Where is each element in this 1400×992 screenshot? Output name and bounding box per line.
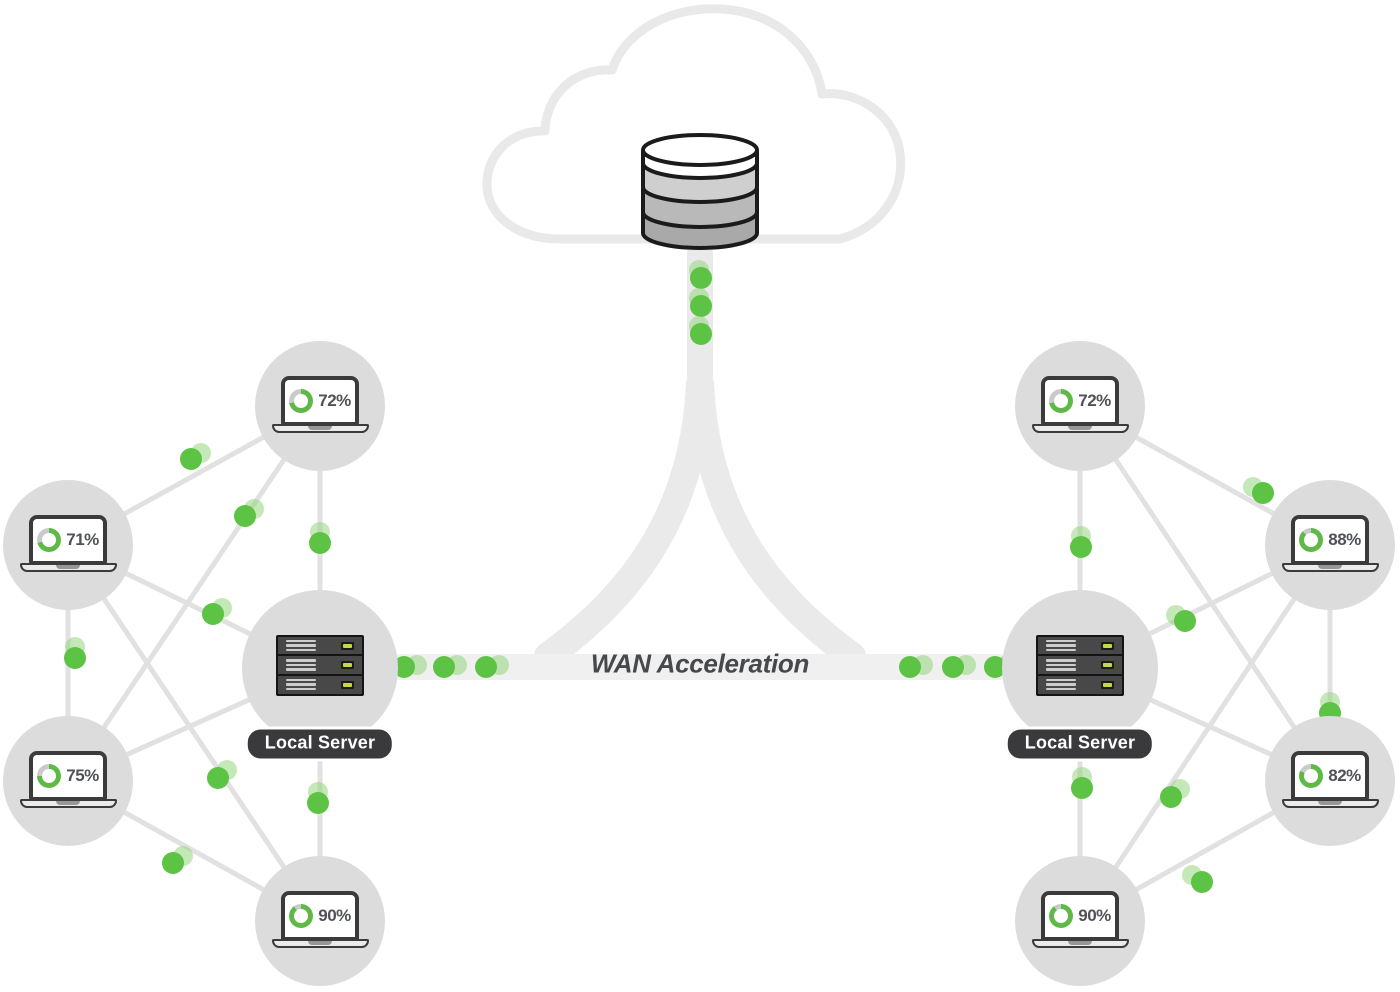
laptop-icon: 88% <box>1281 514 1379 572</box>
progress-ring-icon <box>1049 903 1074 928</box>
server-unit <box>1036 673 1124 696</box>
laptop-base <box>1031 938 1129 948</box>
progress-value: 71% <box>66 529 99 549</box>
progress-value: 72% <box>318 390 351 410</box>
progress-ring-icon <box>37 763 62 788</box>
progress-value: 88% <box>1328 529 1361 549</box>
laptop-base <box>19 798 117 808</box>
progress-ring-icon <box>1299 527 1324 552</box>
laptop-base <box>1031 423 1129 433</box>
progress-value: 72% <box>1078 390 1111 410</box>
server-vents <box>1046 639 1076 652</box>
led-indicator <box>341 661 354 669</box>
laptop-base <box>271 938 369 948</box>
laptop-base <box>1281 562 1379 572</box>
wan-funnel <box>396 250 1004 680</box>
led-indicator <box>1101 680 1114 689</box>
laptop-screen: 72% <box>1041 375 1119 426</box>
device-node-right-upper: 88% <box>1265 480 1395 610</box>
server-vents <box>1046 678 1076 691</box>
progress-ring-icon <box>289 903 314 928</box>
laptop-base-notch <box>1318 800 1342 805</box>
progress-value: 82% <box>1328 765 1361 785</box>
device-node-right-bottom: 90% <box>1015 856 1145 986</box>
device-node-left-lower: 75% <box>3 716 133 846</box>
local-server-label-right: Local Server <box>1004 726 1156 762</box>
laptop-base-notch <box>1318 564 1342 569</box>
laptop-icon: 82% <box>1281 750 1379 808</box>
wan-link-bar <box>396 654 1004 680</box>
device-node-left-top: 72% <box>255 341 385 471</box>
laptop-screen: 82% <box>1291 750 1369 801</box>
device-node-left-bottom: 90% <box>255 856 385 986</box>
wan-acceleration-label: WAN Acceleration <box>590 648 810 679</box>
laptop-screen: 75% <box>29 750 107 801</box>
laptop-base-notch <box>56 564 80 569</box>
led-indicator <box>341 680 354 689</box>
progress-value: 90% <box>318 905 351 925</box>
laptop-icon: 72% <box>271 375 369 433</box>
laptop-base <box>271 423 369 433</box>
led-indicator <box>341 641 354 650</box>
laptop-screen: 88% <box>1291 514 1369 565</box>
progress-ring-icon <box>1049 388 1074 413</box>
device-node-left-upper: 71% <box>3 480 133 610</box>
laptop-base-notch <box>308 940 332 945</box>
led-indicator <box>1101 641 1114 650</box>
progress-value: 90% <box>1078 905 1111 925</box>
server-vents <box>286 639 316 652</box>
progress-ring-icon <box>37 527 62 552</box>
device-node-right-lower: 82% <box>1265 716 1395 846</box>
laptop-icon: 90% <box>1031 890 1129 948</box>
laptop-base <box>1281 798 1379 808</box>
local-server-label-left: Local Server <box>244 726 396 762</box>
server-vents <box>286 659 316 671</box>
server-vents <box>286 678 316 691</box>
local-server-node-left <box>242 590 398 746</box>
led-indicator <box>1101 661 1114 669</box>
laptop-screen: 90% <box>1041 890 1119 941</box>
server-rack-icon <box>276 634 364 696</box>
device-node-right-top: 72% <box>1015 341 1145 471</box>
laptop-screen: 71% <box>29 514 107 565</box>
database-icon <box>641 133 759 250</box>
local-server-node-right <box>1002 590 1158 746</box>
server-unit <box>1036 654 1124 676</box>
laptop-icon: 75% <box>19 750 117 808</box>
laptop-base-notch <box>56 800 80 805</box>
progress-value: 75% <box>66 765 99 785</box>
laptop-base-notch <box>1068 940 1092 945</box>
server-rack-icon <box>1036 634 1124 696</box>
laptop-base-notch <box>1068 425 1092 430</box>
laptop-screen: 90% <box>281 890 359 941</box>
laptop-icon: 72% <box>1031 375 1129 433</box>
laptop-base-notch <box>308 425 332 430</box>
laptop-icon: 71% <box>19 514 117 572</box>
laptop-icon: 90% <box>271 890 369 948</box>
cloud-icon <box>482 4 906 244</box>
server-vents <box>1046 659 1076 671</box>
progress-ring-icon <box>1299 763 1324 788</box>
laptop-base <box>19 562 117 572</box>
progress-ring-icon <box>289 388 314 413</box>
server-unit <box>276 673 364 696</box>
laptop-screen: 72% <box>281 375 359 426</box>
server-unit <box>276 654 364 676</box>
